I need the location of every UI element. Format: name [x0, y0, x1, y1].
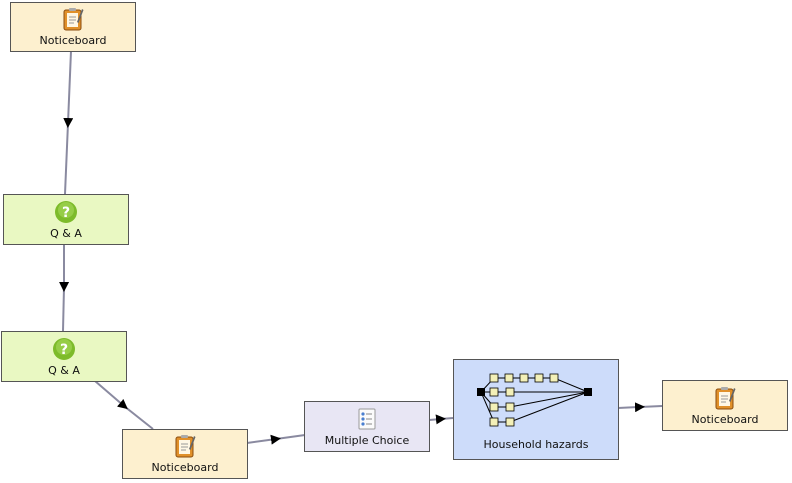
connector-branching-to-noticeboard[interactable] — [617, 402, 663, 413]
noticeboard-icon — [63, 8, 84, 31]
activity-noticeboard-1[interactable]: Noticeboard — [10, 2, 136, 52]
activity-label: Q & A — [50, 226, 82, 240]
activity-label: Noticeboard — [151, 461, 219, 474]
connector-noticeboard-to-qa[interactable] — [63, 50, 74, 195]
activity-qa-1[interactable]: ? Q & A — [3, 194, 129, 245]
checklist-icon — [358, 408, 376, 429]
branching-icon — [477, 373, 592, 427]
noticeboard-icon — [175, 435, 196, 458]
activity-label: Q & A — [48, 363, 80, 377]
connector-qa-to-qa[interactable] — [59, 244, 70, 332]
activity-label: Household hazards — [483, 438, 589, 451]
connector-qa-to-noticeboard[interactable] — [94, 380, 154, 430]
connector-noticeboard-to-multiple-choice[interactable] — [246, 434, 306, 445]
svg-text:?: ? — [62, 205, 70, 221]
activity-household-hazards[interactable]: Household hazards — [453, 359, 619, 460]
question-icon: ? — [53, 337, 75, 360]
svg-text:?: ? — [60, 342, 68, 358]
activity-qa-2[interactable]: ? Q & A — [1, 331, 127, 382]
activity-label: Multiple Choice — [324, 433, 410, 447]
activity-noticeboard-3[interactable]: Noticeboard — [662, 380, 788, 431]
connector-multiple-choice-to-branching[interactable] — [428, 414, 454, 425]
noticeboard-icon — [715, 386, 736, 409]
activity-noticeboard-2[interactable]: Noticeboard — [122, 429, 248, 479]
question-icon: ? — [55, 200, 77, 223]
activity-multiple-choice[interactable]: Multiple Choice — [304, 401, 430, 452]
activity-label: Noticeboard — [691, 412, 759, 426]
activity-label: Noticeboard — [39, 34, 107, 47]
